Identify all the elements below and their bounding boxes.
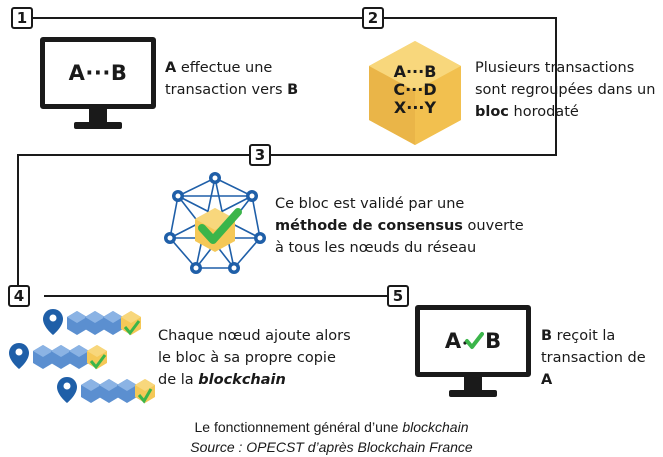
screen-party-b: B <box>485 329 502 353</box>
figure-caption: Le fonctionnement général d’une blockcha… <box>0 417 663 457</box>
step-4-badge: 4 <box>8 285 30 307</box>
step-2-text-2: sont regroupées dans un <box>475 82 656 98</box>
step-5-party-a: A <box>541 372 553 388</box>
step-2-description: Plusieurs transactions sont regroupées d… <box>475 57 660 123</box>
step-5-text-1: reçoit la <box>552 328 616 344</box>
step-3-text-2: ouverte <box>462 218 524 234</box>
step-4-text-1: Chaque nœud ajoute alors <box>158 328 351 344</box>
check-icon <box>463 332 485 349</box>
cube-line-1: A···B <box>393 62 437 81</box>
step-1-text-a: effectue une <box>176 60 273 76</box>
caption-source: Source : OPECST d’après Blockchain Franc… <box>190 439 473 455</box>
step-3-badge: 3 <box>249 144 271 166</box>
network-consensus-icon <box>164 172 266 274</box>
monitor-icon: A···B <box>40 37 156 133</box>
cube-line-2: C···D <box>393 80 437 99</box>
caption-title-prefix: Le fonctionnement général d’une <box>194 419 403 435</box>
step-1-badge: 1 <box>11 7 33 29</box>
step-2-text-1: Plusieurs transactions <box>475 60 635 76</box>
monitor-screen-text: A···B <box>68 61 128 85</box>
step-2-text-3: horodaté <box>508 104 579 120</box>
step-5-description: B reçoit la transaction de A <box>541 325 661 391</box>
step-1-description: A effectue une transaction vers B <box>165 57 325 101</box>
party-b: B <box>287 82 299 98</box>
step-4-blockchain: blockchain <box>198 372 286 388</box>
step-4-text-2: le bloc à sa propre copie <box>158 350 336 366</box>
step-1-text-b: transaction vers <box>165 82 288 98</box>
step-3-bold: méthode de consensus <box>275 218 463 234</box>
monitor-received-icon: A B <box>415 305 531 401</box>
step-5-badge: 5 <box>387 285 409 307</box>
step-2-bloc: bloc <box>475 104 509 120</box>
step-2-badge: 2 <box>362 7 384 29</box>
blockchain-copies-icon <box>9 309 155 404</box>
block-cube-icon <box>369 41 461 145</box>
step-5-text-2: transaction de <box>541 350 646 366</box>
step-5-party-b: B <box>541 328 553 344</box>
step-3-text-3: à tous les nœuds du réseau <box>275 240 477 256</box>
step-4-description: Chaque nœud ajoute alors le bloc à sa pr… <box>158 325 388 391</box>
block-cube-content: A···B C···D X···Y <box>385 63 445 117</box>
step-4-text-3: de la <box>158 372 199 388</box>
screen-party-a: A <box>444 329 462 353</box>
step-3-description: Ce bloc est validé par une méthode de co… <box>275 193 535 259</box>
caption-title: Le fonctionnement général d’une blockcha… <box>0 417 663 437</box>
party-a: A <box>165 60 177 76</box>
step-3-text-1: Ce bloc est validé par une <box>275 196 465 212</box>
caption-title-italic: blockchain <box>402 419 469 435</box>
cube-line-3: X···Y <box>393 98 437 117</box>
